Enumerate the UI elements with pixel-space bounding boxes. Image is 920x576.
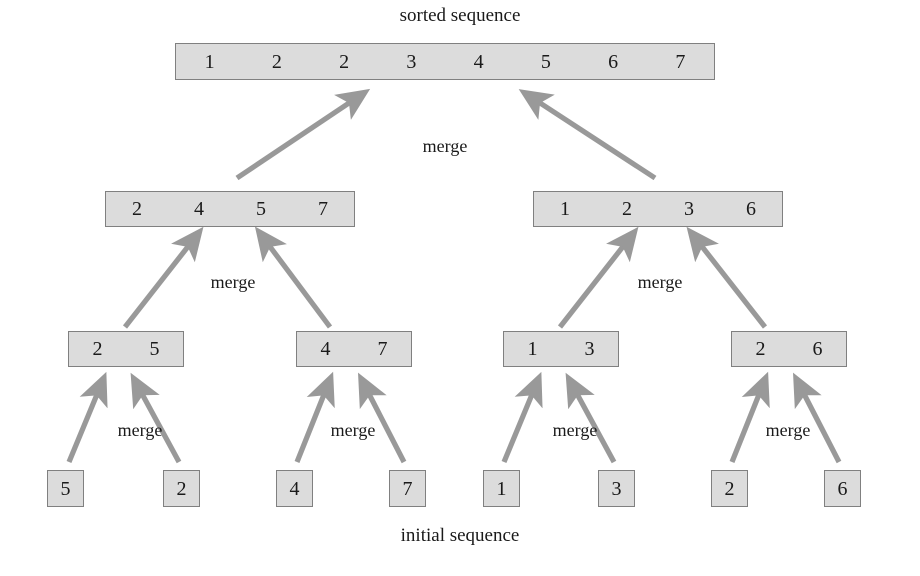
two-box-3: 1 3 [503, 331, 619, 367]
merge-label-level3-1: merge [117, 420, 163, 440]
sorted-cell-0: 1 [204, 50, 215, 73]
sorted-cell-7: 7 [675, 50, 686, 73]
merge-label-level2-right: merge [637, 272, 683, 292]
merge-label-level2-left: merge [210, 272, 256, 292]
four-right-cell-1: 2 [622, 198, 632, 220]
two-box-2: 4 7 [296, 331, 412, 367]
two-box-1-cell-1: 5 [149, 338, 160, 360]
four-right-cell-0: 1 [560, 198, 570, 220]
two-box-3-cell-0: 1 [527, 338, 538, 360]
two-box-2-cell-0: 4 [320, 338, 331, 360]
sorted-cell-5: 5 [540, 50, 551, 73]
four-right-cell-3: 6 [746, 198, 756, 220]
merge-label-top: merge [422, 136, 468, 156]
page-caption-initial-sequence: initial sequence [400, 525, 520, 546]
four-left-cell-3: 7 [318, 198, 328, 220]
leaf-box-6-value: 3 [611, 477, 622, 500]
two-box-4-cell-1: 6 [812, 338, 823, 360]
leaf-box-1: 5 [47, 470, 84, 507]
leaf-box-1-value: 5 [60, 477, 71, 500]
leaf-box-3: 4 [276, 470, 313, 507]
leaf-box-4: 7 [389, 470, 426, 507]
sorted-cell-1: 2 [271, 50, 282, 73]
merge-label-level3-4: merge [765, 420, 811, 440]
four-box-left: 2 4 5 7 [105, 191, 355, 227]
arrow-up-left-top [235, 88, 371, 181]
four-right-cell-2: 3 [684, 198, 694, 220]
leaf-box-5-value: 1 [496, 477, 507, 500]
leaf-box-8: 6 [824, 470, 861, 507]
four-box-right: 1 2 3 6 [533, 191, 783, 227]
page-title-sorted-sequence: sorted sequence [399, 5, 521, 26]
arrow-up-right-top [518, 89, 657, 181]
leaf-box-2-value: 2 [176, 477, 187, 500]
sorted-cell-6: 6 [608, 50, 619, 73]
merge-label-level3-3: merge [552, 420, 598, 440]
four-left-cell-1: 4 [194, 198, 204, 220]
leaf-box-5: 1 [483, 470, 520, 507]
two-box-4-cell-0: 2 [755, 338, 766, 360]
two-box-1: 2 5 [68, 331, 184, 367]
sorted-cell-4: 4 [473, 50, 484, 73]
merge-label-level3-2: merge [330, 420, 376, 440]
sorted-cell-2: 2 [339, 50, 350, 73]
leaf-box-7: 2 [711, 470, 748, 507]
sorted-cell-3: 3 [406, 50, 417, 73]
four-left-cell-0: 2 [132, 198, 142, 220]
two-box-2-cell-1: 7 [377, 338, 388, 360]
sorted-sequence-box: 1 2 2 3 4 5 6 7 [175, 43, 715, 80]
two-box-4: 2 6 [731, 331, 847, 367]
leaf-box-7-value: 2 [724, 477, 735, 500]
leaf-box-2: 2 [163, 470, 200, 507]
two-box-3-cell-1: 3 [584, 338, 595, 360]
leaf-box-3-value: 4 [289, 477, 300, 500]
two-box-1-cell-0: 2 [92, 338, 103, 360]
leaf-box-4-value: 7 [402, 477, 413, 500]
four-left-cell-2: 5 [256, 198, 266, 220]
leaf-box-6: 3 [598, 470, 635, 507]
leaf-box-8-value: 6 [837, 477, 848, 500]
